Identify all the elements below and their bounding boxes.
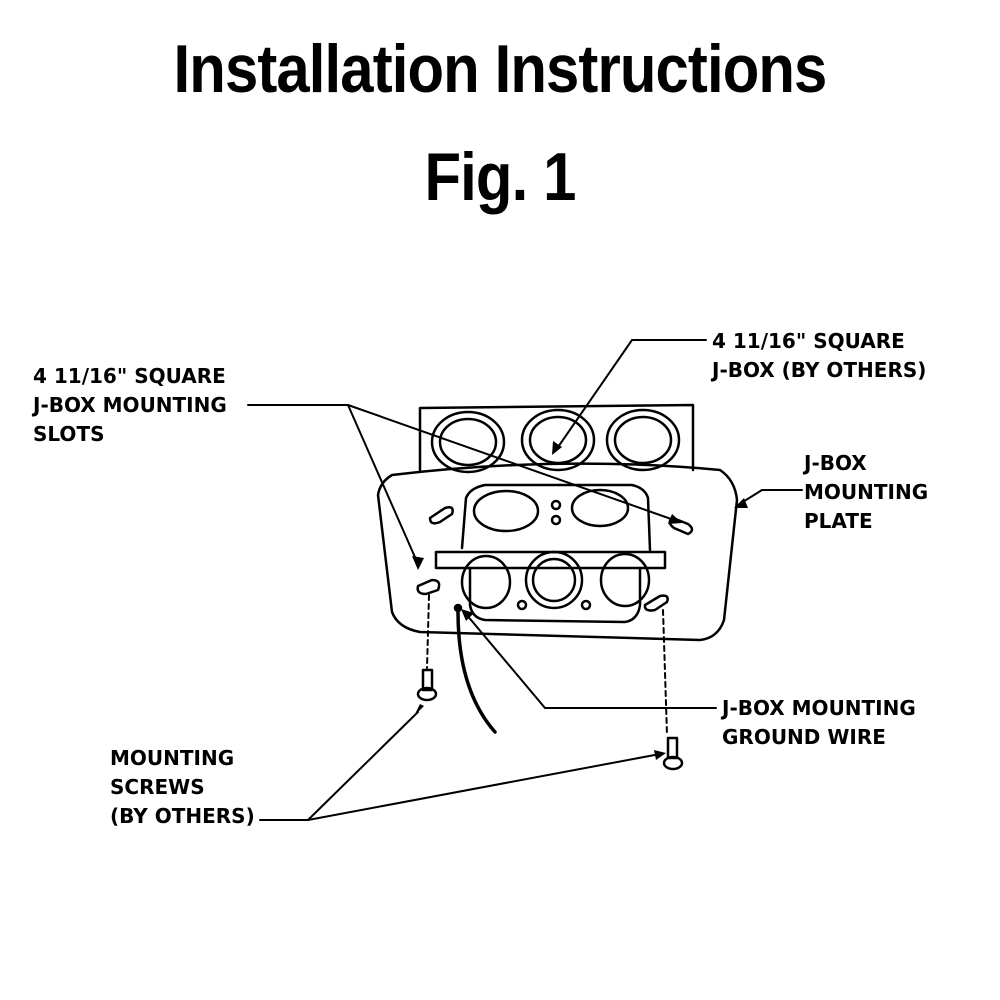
j-box-mounting-plate (376, 462, 739, 642)
label-mounting-slots: 4 11/16" SQUARE J-BOX MOUNTING SLOTS (33, 364, 227, 446)
leader-lines (247, 339, 803, 821)
mounting-screw-left (416, 668, 438, 702)
mounting-screw-right (662, 736, 684, 771)
label-mounting-screws: MOUNTING SCREWS (BY OTHERS) (110, 746, 255, 828)
ground-wire (453, 603, 497, 734)
figure-number: Fig. 1 (424, 139, 576, 215)
label-mounting-plate: J-BOX MOUNTING PLATE (804, 451, 929, 533)
mounting-slots (416, 506, 694, 612)
screw-guide-lines (426, 594, 668, 736)
label-square-j-box: 4 11/16" SQUARE J-BOX (BY OTHERS) (712, 329, 927, 382)
arrowheads (412, 441, 748, 760)
page-title: Installation Instructions (173, 31, 828, 107)
label-ground-wire: J-BOX MOUNTING GROUND WIRE (722, 696, 916, 749)
j-box (418, 403, 695, 474)
